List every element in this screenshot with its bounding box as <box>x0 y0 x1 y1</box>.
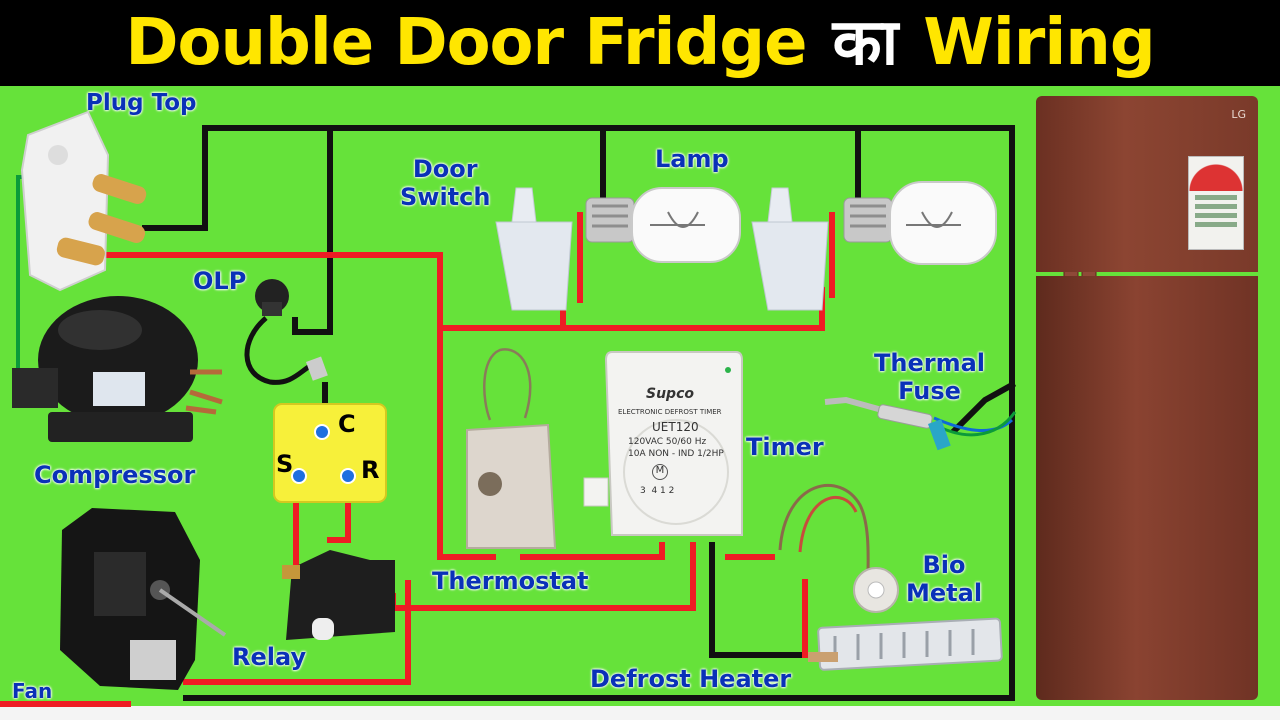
timer-label: Timer <box>746 433 824 461</box>
relay-label: Relay <box>232 643 307 671</box>
timer-brand: Supco <box>646 386 694 402</box>
black-wires <box>142 125 1017 701</box>
title-part-1: Double Door Fridge <box>125 6 807 80</box>
olp-label: OLP <box>193 267 247 295</box>
timer-model: UET120 <box>652 420 699 434</box>
compressor-label: Compressor <box>34 461 196 489</box>
olp-icon <box>244 279 328 385</box>
timer-line-3: 10A NON - IND 1/2HP <box>628 449 724 459</box>
relay-icon <box>282 550 395 640</box>
timer-icon <box>583 351 743 536</box>
timer-motor-symbol: M <box>652 464 668 480</box>
bottom-strip <box>0 706 1280 720</box>
defrost-heater-label: Defrost Heater <box>590 665 792 693</box>
compressor-icon <box>12 296 223 442</box>
bio-metal-label: Bio Metal <box>906 551 983 607</box>
timer-pins: 3 4 1 2 <box>640 486 675 496</box>
title-bar: Double Door Fridge का Wiring <box>0 0 1280 86</box>
plug-top-icon <box>20 110 147 292</box>
bio-metal-icon <box>778 483 899 613</box>
title-part-2: का <box>832 6 899 80</box>
thermostat-icon <box>466 348 557 549</box>
fridge-brand: LG <box>1231 108 1246 121</box>
relay-terminal-box <box>273 403 387 503</box>
fan-label: Fan <box>12 679 53 703</box>
door-switch-icon-1 <box>495 187 573 311</box>
fridge-main-door <box>1036 276 1258 700</box>
terminal-s-label: S <box>276 450 294 478</box>
energy-label <box>1188 156 1244 250</box>
terminal-r-label: R <box>361 456 380 484</box>
plug-top-label: Plug Top <box>86 90 197 116</box>
thermostat-label: Thermostat <box>432 567 589 595</box>
lamp-label: Lamp <box>655 145 729 173</box>
defrost-heater-icon <box>808 617 1003 671</box>
timer-line-1: ELECTRONIC DEFROST TIMER <box>618 408 722 416</box>
door-switch-icon-2 <box>751 187 829 311</box>
title-part-3: Wiring <box>923 6 1155 80</box>
timer-line-2: 120VAC 50/60 Hz <box>628 437 707 447</box>
thermal-fuse-label: Thermal Fuse <box>874 349 985 405</box>
fridge-icon: LG <box>1036 96 1258 700</box>
thermal-fuse-icon <box>824 396 1017 451</box>
fan-motor-icon <box>60 508 227 690</box>
lamp-icon-1 <box>585 187 741 263</box>
terminal-c-label: C <box>338 410 356 438</box>
lamp-icon-2 <box>843 181 997 265</box>
door-switch-label: Door Switch <box>400 155 491 211</box>
